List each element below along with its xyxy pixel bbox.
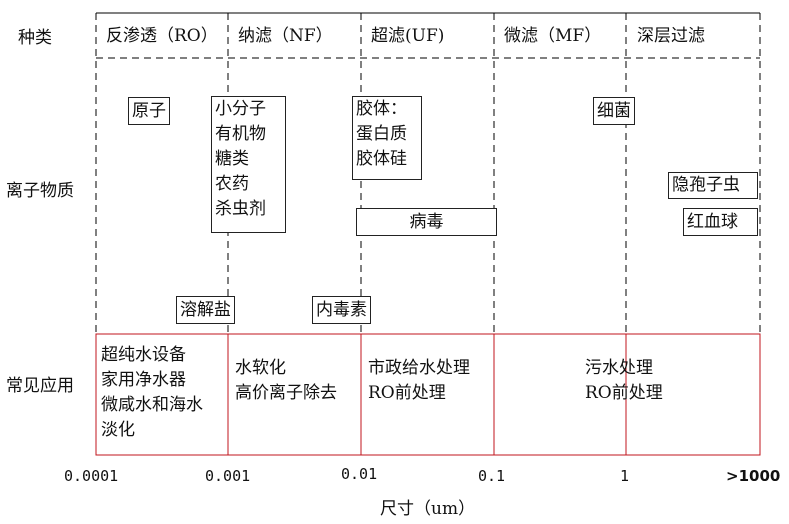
substance-small-molecules-line: 糖类 bbox=[215, 149, 249, 169]
column-header-mf: 微滤（MF） bbox=[504, 26, 602, 46]
substance-colloids-line: 胶体： bbox=[356, 99, 407, 119]
substance-virus: 病毒 bbox=[356, 208, 497, 236]
axis-tick: 1 bbox=[620, 467, 630, 485]
axis-tick: 0.001 bbox=[205, 467, 251, 485]
application-uf-line: 市政给水处理 bbox=[368, 358, 470, 378]
column-header-uf: 超滤(UF) bbox=[371, 26, 445, 46]
axis-label: 尺寸（um） bbox=[380, 499, 476, 519]
application-ro-line: 淡化 bbox=[101, 420, 135, 440]
substance-small-molecules-line: 有机物 bbox=[215, 124, 266, 144]
substance-colloids-line: 蛋白质 bbox=[356, 124, 407, 144]
substance-cryptosporidium: 隐孢子虫 bbox=[668, 172, 758, 199]
substance-small-molecules-line: 杀虫剂 bbox=[215, 199, 266, 219]
column-header-deep: 深层过滤 bbox=[637, 26, 705, 46]
row-label-applications: 常见应用 bbox=[6, 376, 74, 396]
axis-tick: 0.01 bbox=[341, 465, 378, 483]
column-header-nf: 纳滤（NF） bbox=[238, 26, 333, 46]
substance-red-blood-cell: 红血球 bbox=[683, 208, 758, 236]
application-nf: 水软化 高价离子除去 bbox=[235, 356, 337, 406]
substance-colloids-line: 胶体硅 bbox=[356, 149, 407, 169]
application-mf-line: RO前处理 bbox=[585, 383, 663, 403]
axis-tick: 0.0001 bbox=[64, 467, 119, 485]
application-ro-line: 超纯水设备 bbox=[101, 345, 186, 365]
application-uf: 市政给水处理 RO前处理 bbox=[368, 356, 470, 406]
substance-small-molecules: 小分子 有机物 糖类 农药 杀虫剂 bbox=[211, 96, 286, 233]
substance-endotoxin: 内毒素 bbox=[312, 296, 371, 324]
row-label-category: 种类 bbox=[18, 28, 52, 48]
substance-dissolved-salt: 溶解盐 bbox=[176, 296, 235, 324]
substance-small-molecules-line: 农药 bbox=[215, 174, 249, 194]
substance-colloids: 胶体： 蛋白质 胶体硅 bbox=[352, 96, 422, 180]
axis-tick: 0.1 bbox=[478, 467, 506, 485]
substance-atom: 原子 bbox=[128, 97, 170, 125]
application-ro-line: 家用净水器 bbox=[101, 370, 186, 390]
application-uf-line: RO前处理 bbox=[368, 383, 446, 403]
axis-tick: >1000 bbox=[726, 467, 781, 485]
application-nf-line: 高价离子除去 bbox=[235, 383, 337, 403]
column-header-ro: 反渗透（RO） bbox=[106, 26, 218, 46]
substance-bacteria: 细菌 bbox=[593, 97, 635, 125]
substance-small-molecules-line: 小分子 bbox=[215, 99, 266, 119]
application-nf-line: 水软化 bbox=[235, 358, 286, 378]
row-label-substances: 离子物质 bbox=[6, 181, 74, 201]
application-ro-line: 微咸水和海水 bbox=[101, 395, 203, 415]
application-mf-line: 污水处理 bbox=[585, 358, 653, 378]
application-ro: 超纯水设备 家用净水器 微咸水和海水 淡化 bbox=[101, 343, 203, 443]
application-mf: 污水处理 RO前处理 bbox=[585, 356, 663, 406]
application-band bbox=[95, 333, 761, 456]
